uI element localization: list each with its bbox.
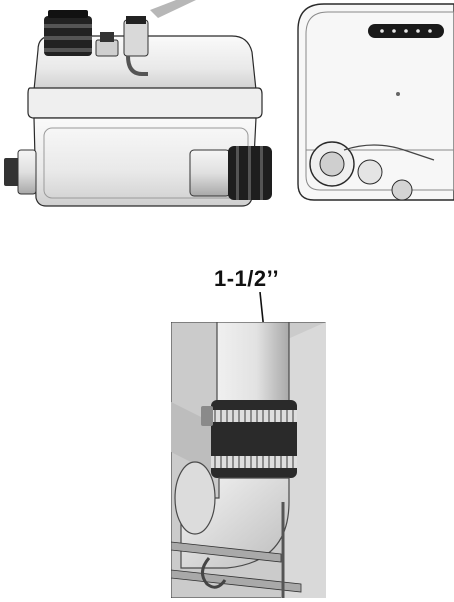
connection-detail-view bbox=[171, 322, 326, 598]
pump-front-view bbox=[4, 0, 272, 207]
pump-top-view bbox=[297, 3, 454, 201]
pipe-size-label: 1-1/2’’ bbox=[214, 266, 280, 291]
indicator-leds bbox=[380, 29, 432, 33]
rubber-coupling bbox=[201, 400, 297, 478]
drain-hook bbox=[201, 557, 227, 589]
background-wall bbox=[281, 322, 326, 598]
top-inner-outline bbox=[305, 11, 454, 191]
center-dot bbox=[396, 92, 400, 96]
small-fittings bbox=[95, 16, 149, 76]
right-discharge-sleeve bbox=[189, 146, 272, 200]
left-outlet bbox=[4, 149, 37, 195]
top-inlet-sleeve bbox=[44, 10, 92, 56]
top-rollers bbox=[309, 141, 413, 201]
elbow-socket bbox=[174, 461, 216, 535]
base-frame bbox=[171, 541, 282, 563]
pointer-arrow bbox=[150, 0, 196, 18]
lid-band bbox=[27, 87, 263, 119]
